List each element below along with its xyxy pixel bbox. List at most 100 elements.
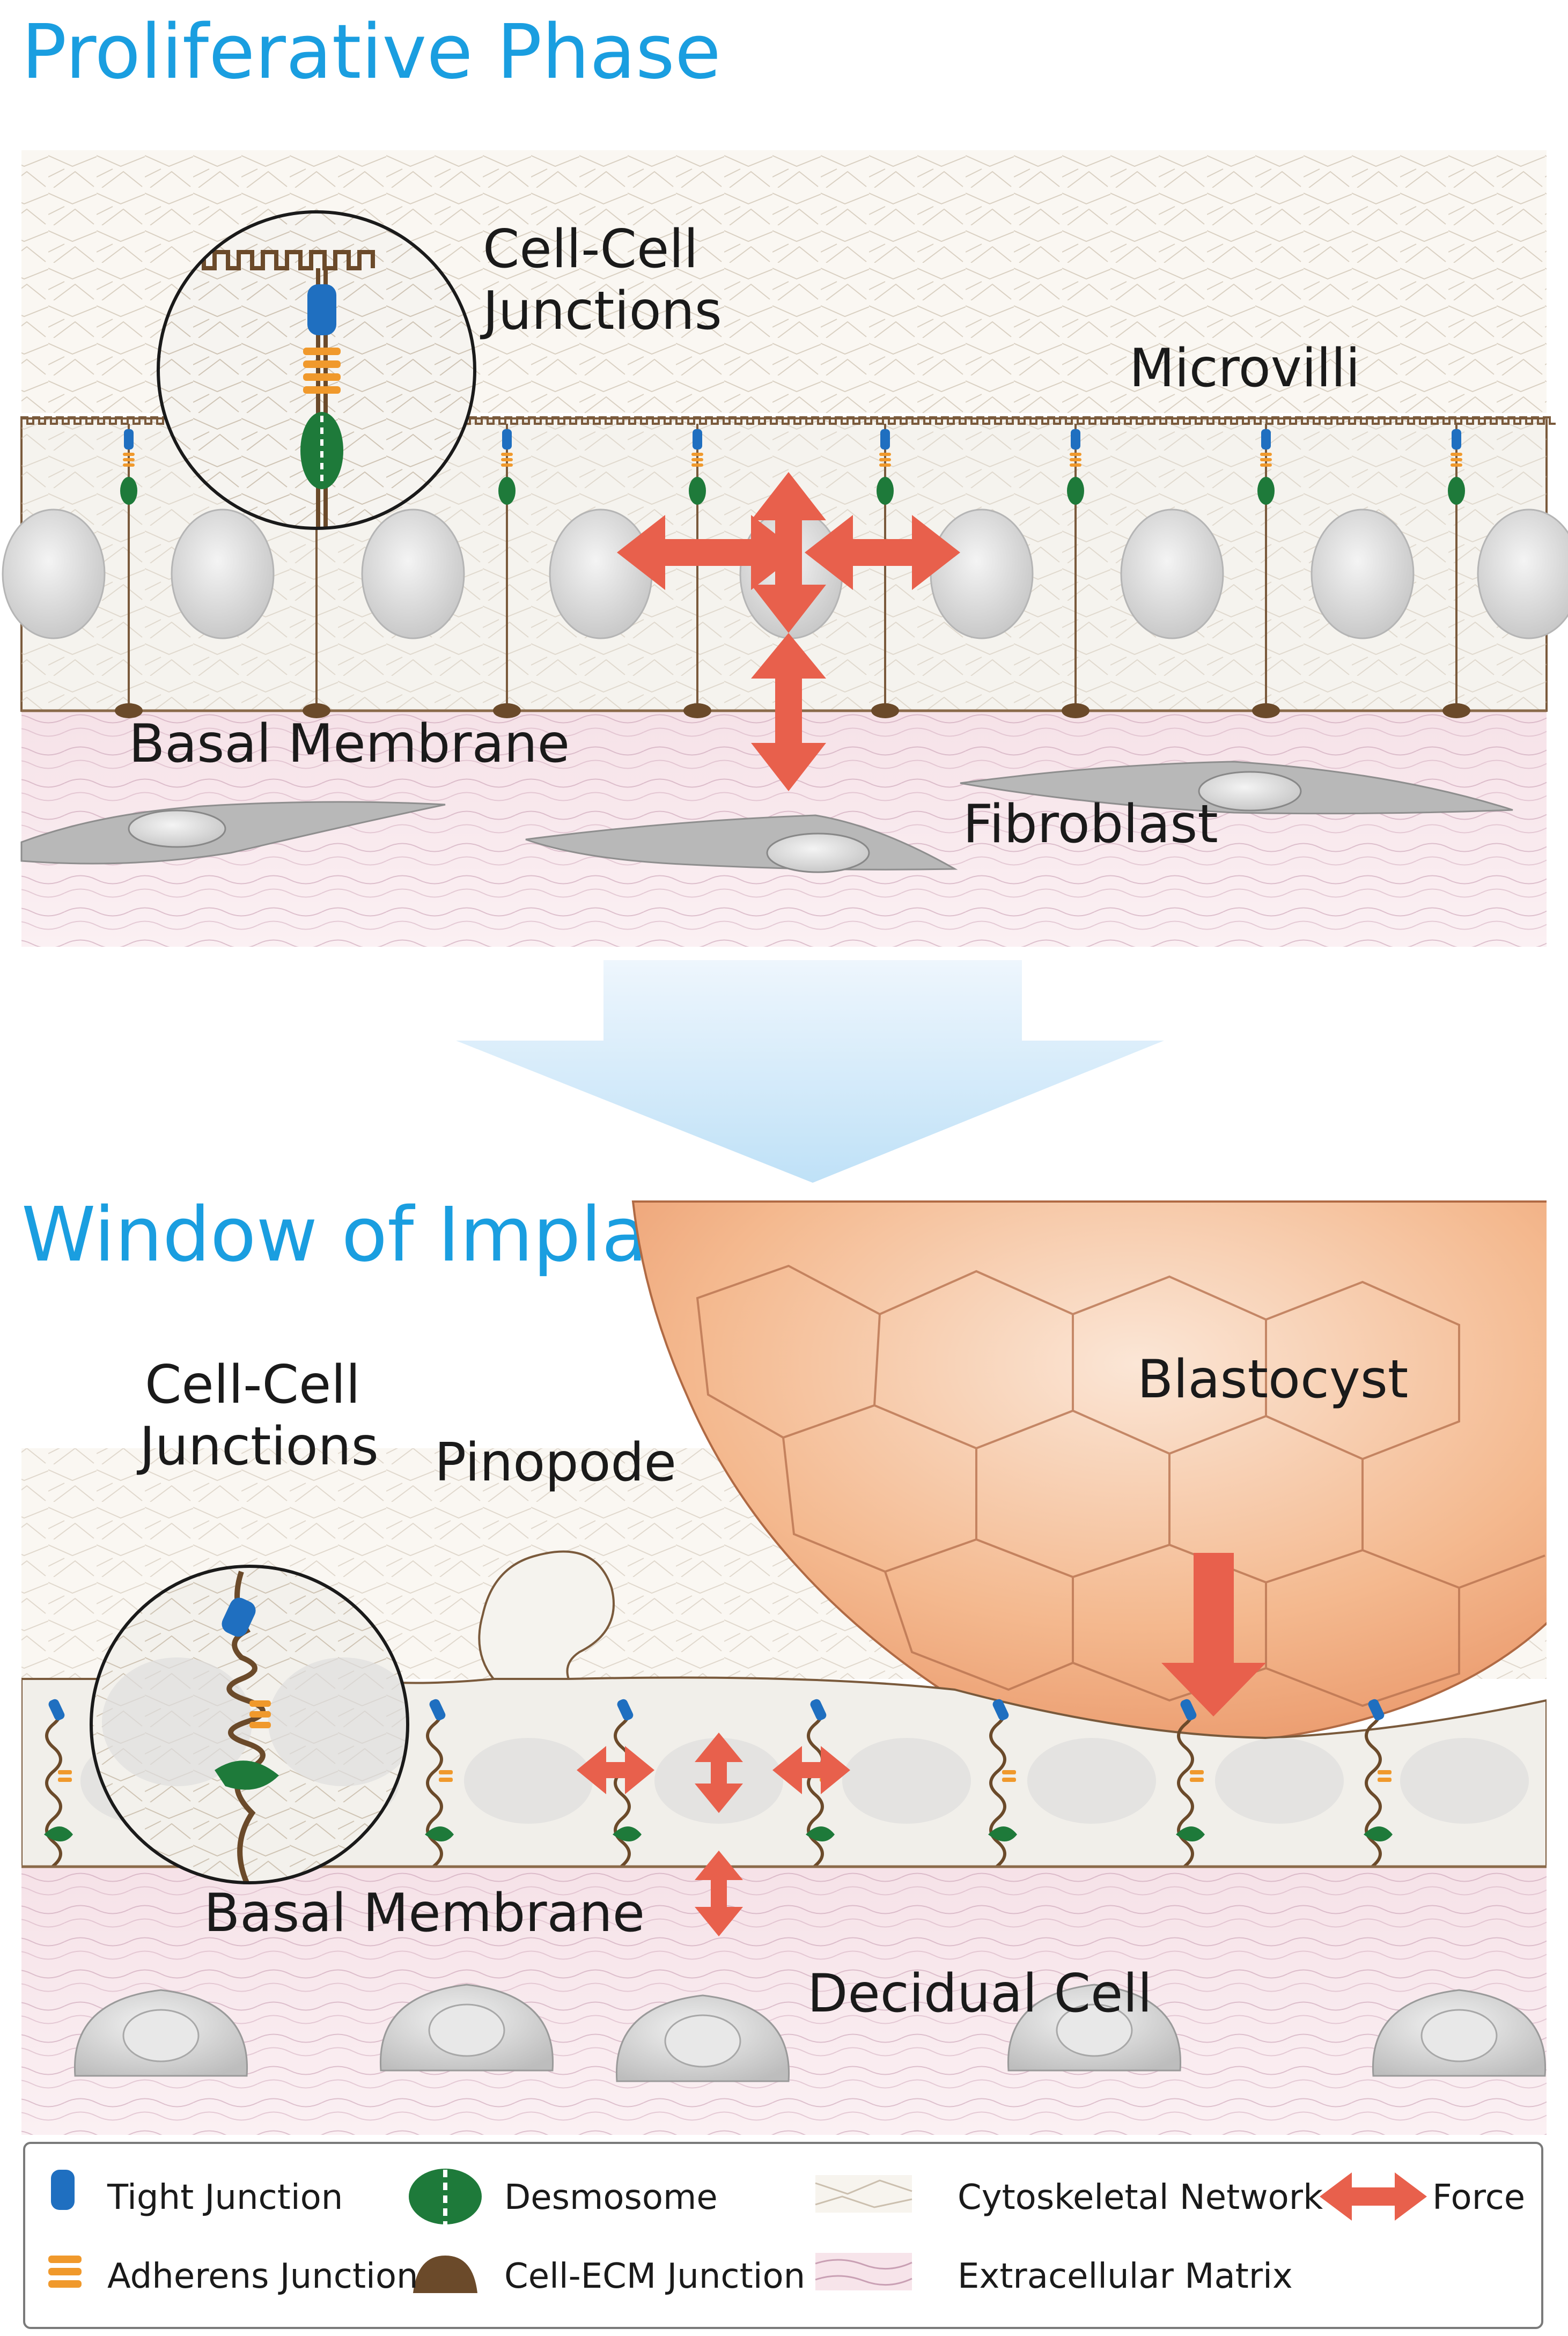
epithelial-nucleus: [1400, 1738, 1529, 1824]
adherens-junction-marker: [1190, 1770, 1204, 1774]
cell-cell-junctions-lens-bottom: [90, 1565, 409, 1884]
label-basal-membrane-bottom: Basal Membrane: [204, 1883, 645, 1944]
label-microvilli: Microvilli: [1129, 338, 1360, 399]
legend: Tight Junction Desmosome Cytoskeletal Ne…: [23, 2142, 1543, 2329]
transition-arrow: [456, 960, 1164, 1183]
epithelial-nucleus: [1311, 509, 1415, 639]
desmosome-marker: [1067, 477, 1084, 505]
force-arrow-icon: [1161, 1553, 1266, 1716]
adherens-junction-marker: [123, 453, 135, 456]
epithelial-nucleus: [842, 1738, 971, 1824]
legend-label-desmosome: Desmosome: [504, 2178, 718, 2217]
desmosome-marker: [1257, 477, 1275, 505]
epithelial-nucleus: [549, 509, 653, 639]
adherens-junction-marker: [439, 1778, 453, 1782]
tight-junction-marker: [1071, 429, 1080, 449]
tight-junction-marker: [810, 1699, 827, 1721]
force-arrow-icon: [1320, 2172, 1427, 2221]
adherens-junction-marker: [1378, 1778, 1392, 1782]
desmosome-marker: [689, 477, 706, 505]
pinopode: [478, 1550, 615, 1680]
adherens-junction-marker: [1260, 458, 1272, 461]
tight-junction-marker: [429, 1699, 446, 1721]
tight-junction-marker: [48, 1699, 65, 1721]
label-decidual-cell: Decidual Cell: [807, 1963, 1152, 2024]
desmosome-marker: [1448, 477, 1465, 505]
cell-ecm-junction-marker: [493, 703, 521, 718]
tight-junction-marker: [1368, 1699, 1385, 1721]
legend-label-cytoskeletal-network: Cytoskeletal Network: [958, 2178, 1323, 2217]
desmosome-icon: [409, 2169, 482, 2224]
adherens-junction-marker: [691, 463, 703, 467]
legend-box: [23, 2142, 1543, 2329]
tight-junction-marker: [617, 1699, 634, 1721]
label-cell-cell-junctions-line2: Junctions: [480, 281, 722, 342]
epithelial-nucleus: [361, 509, 465, 639]
epithelial-nucleus: [464, 1738, 593, 1824]
extracellular-matrix-icon: [815, 2253, 912, 2290]
desmosome-marker: [120, 477, 137, 505]
legend-label-adherens-junction: Adherens Junction: [107, 2257, 418, 2296]
cell-ecm-junction-marker: [303, 703, 330, 718]
desmosome-marker: [988, 1826, 1017, 1841]
adherens-junction-icon: [48, 2256, 82, 2288]
cell-ecm-junction-marker: [1442, 703, 1470, 718]
cell-ecm-junction-marker: [1062, 703, 1089, 718]
epithelial-nucleus: [171, 509, 275, 639]
decidual-cell: [379, 1984, 554, 2072]
epithelial-nucleus: [1477, 509, 1568, 639]
adherens-junction-marker: [1190, 1778, 1204, 1782]
label-blastocyst: Blastocyst: [1137, 1349, 1408, 1410]
force-arrow-icon: [617, 515, 799, 590]
decidual-cell: [73, 1989, 248, 2077]
cell-ecm-junction-marker: [1252, 703, 1280, 718]
adherens-junction-marker: [1070, 458, 1081, 461]
cell-ecm-junction-marker: [683, 703, 711, 718]
force-arrows-bottom: [577, 1733, 850, 1936]
epithelial-nucleus: [1120, 509, 1224, 639]
force-arrows-top: [617, 472, 960, 791]
label-basal-membrane-top: Basal Membrane: [129, 713, 570, 775]
adherens-junction-marker: [501, 463, 513, 467]
desmosome-marker: [1176, 1826, 1205, 1841]
fibroblast: [20, 801, 446, 865]
desmosome-marker: [498, 477, 516, 505]
tight-junction-marker: [1261, 429, 1271, 449]
fibroblast: [525, 814, 958, 873]
tight-junction-marker: [880, 429, 890, 449]
epithelial-nucleus: [1027, 1738, 1156, 1824]
tight-junction-marker: [1180, 1699, 1197, 1721]
adherens-junction-marker: [879, 463, 891, 467]
desmosome-marker: [425, 1826, 454, 1841]
adherens-junction-marker: [1002, 1770, 1016, 1774]
desmosome-marker: [806, 1826, 835, 1841]
adherens-junction-marker: [1451, 453, 1462, 456]
legend-label-tight-junction: Tight Junction: [107, 2178, 343, 2217]
epithelial-nucleus: [1215, 1738, 1344, 1824]
legend-label-cell-ecm-junction: Cell-ECM Junction: [504, 2257, 805, 2296]
label-cell-cell-junctions-line1-bottom: Cell-Cell: [145, 1354, 360, 1416]
adherens-junction-marker: [879, 453, 891, 456]
decidual-cell: [1007, 1984, 1182, 2072]
cell-ecm-junction-marker: [871, 703, 899, 718]
adherens-junction-marker: [1451, 463, 1462, 467]
tight-junction-marker: [693, 429, 702, 449]
window-of-implantation-panel: [21, 1200, 1547, 2135]
label-fibroblast: Fibroblast: [963, 794, 1218, 855]
decidual-cell: [615, 1994, 790, 2082]
adherens-junction-marker: [58, 1770, 72, 1774]
tight-junction-marker: [502, 429, 512, 449]
tight-junction-marker: [124, 429, 134, 449]
desmosome-marker: [613, 1826, 642, 1841]
epithelial-nucleus: [930, 509, 1034, 639]
tight-junction-icon: [51, 2170, 75, 2210]
legend-label-extracellular-matrix: Extracellular Matrix: [958, 2257, 1293, 2296]
adherens-junction-marker: [58, 1778, 72, 1782]
cell-ecm-junction-icon: [413, 2256, 477, 2293]
cytoskeletal-network-icon: [815, 2175, 912, 2213]
tight-junction-marker: [1452, 429, 1461, 449]
force-arrow-icon: [751, 633, 826, 791]
label-cell-cell-junctions-line2-bottom: Junctions: [136, 1416, 379, 1477]
force-arrow-icon: [695, 1733, 743, 1813]
proliferative-phase-panel: Cell-Cell Junctions Microvilli Basal Mem…: [2, 150, 1568, 947]
